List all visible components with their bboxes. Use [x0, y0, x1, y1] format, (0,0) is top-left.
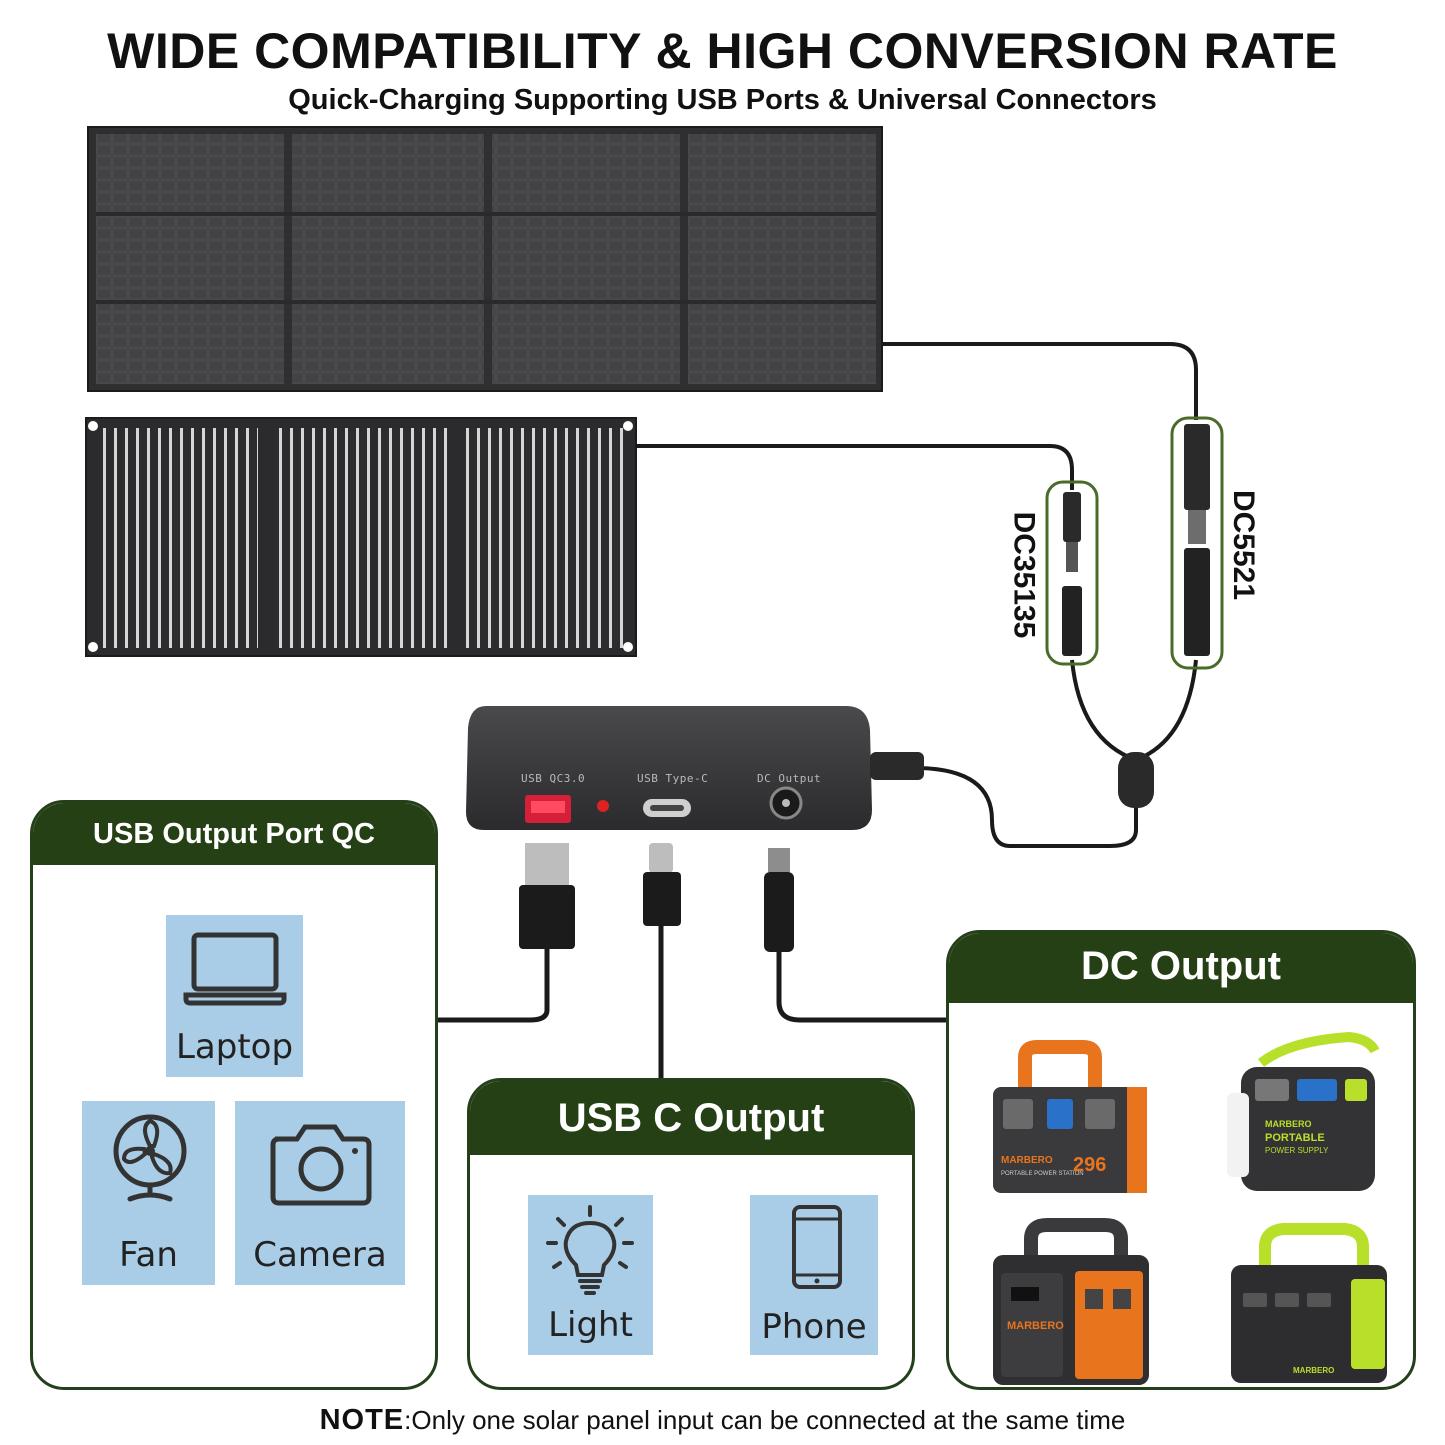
footer-note: NOTE:Only one solar panel input can be c… — [0, 1404, 1445, 1437]
device-label-light: Light — [548, 1305, 633, 1345]
connector-label-dc5521: DC5521 — [1227, 489, 1261, 601]
usb-qc-panel-title: USB Output Port QC — [33, 803, 435, 865]
power-station-3: MARBERO — [993, 1218, 1149, 1385]
device-label-phone: Phone — [761, 1307, 867, 1347]
output-cables — [436, 843, 948, 1080]
usb-c-output-panel: USB C Output Light Phone — [467, 1078, 915, 1390]
station-2-badge: PORTABLE — [1265, 1132, 1325, 1144]
device-tile-fan: Fan — [82, 1101, 215, 1285]
dc5521-connector — [1170, 416, 1224, 670]
station-1-brand: MARBERO — [1001, 1155, 1053, 1166]
solar-panel-bottom — [85, 417, 637, 657]
hub-port-label-dc: DC Output — [757, 772, 822, 785]
connector-label-dc35135: DC35135 — [1007, 511, 1041, 639]
device-tile-laptop: Laptop — [166, 915, 303, 1077]
usb-qc-output-panel: USB Output Port QC Laptop Fan Camera — [30, 800, 438, 1390]
device-tile-light: Light — [528, 1195, 653, 1355]
charge-controller-hub — [466, 706, 924, 830]
power-station-4: MARBERO — [1231, 1223, 1387, 1383]
power-station-2: MARBERO PORTABLE POWER SUPPLY — [1227, 1031, 1380, 1191]
camera-icon — [270, 1124, 372, 1206]
lightbulb-icon — [546, 1205, 634, 1295]
device-tile-phone: Phone — [750, 1195, 878, 1355]
station-2-sub: POWER SUPPLY — [1265, 1146, 1329, 1155]
station-2-brand: MARBERO — [1265, 1119, 1312, 1129]
power-stations-illustration: MARBERO PORTABLE POWER STATION 296 MARBE… — [993, 1031, 1387, 1385]
usb-c-panel-title: USB C Output — [470, 1081, 912, 1155]
station-1-badge: 296 — [1073, 1154, 1106, 1176]
y-splitter — [1118, 752, 1154, 808]
page-subtitle: Quick-Charging Supporting USB Ports & Un… — [288, 84, 1157, 116]
footer-note-label: NOTE — [319, 1404, 405, 1436]
hub-port-label-usb-c: USB Type-C — [637, 772, 709, 785]
phone-icon — [792, 1205, 842, 1289]
page-title: WIDE COMPATIBILITY & HIGH CONVERSION RAT… — [107, 23, 1338, 79]
dc35135-connector — [1045, 480, 1099, 666]
panel-cables — [636, 342, 1198, 848]
fan-icon — [113, 1114, 187, 1202]
station-4-brand: MARBERO — [1293, 1366, 1334, 1375]
dc-panel-title: DC Output — [949, 933, 1413, 1003]
station-1-sub: PORTABLE POWER STATION — [1001, 1171, 1084, 1177]
station-3-brand: MARBERO — [1007, 1320, 1064, 1332]
device-label-laptop: Laptop — [175, 1027, 294, 1067]
dc-output-panel: DC Output MARBERO PORTABLE POWER STATION… — [946, 930, 1416, 1390]
device-tile-camera: Camera — [235, 1101, 405, 1285]
hub-port-label-usb-qc: USB QC3.0 — [521, 772, 586, 785]
device-label-camera: Camera — [253, 1235, 387, 1275]
laptop-icon — [183, 932, 287, 1006]
footer-note-text: :Only one solar panel input can be conne… — [404, 1405, 1126, 1435]
power-station-1: MARBERO PORTABLE POWER STATION 296 — [993, 1040, 1147, 1193]
device-label-fan: Fan — [119, 1235, 178, 1275]
solar-panel-top — [87, 126, 883, 392]
